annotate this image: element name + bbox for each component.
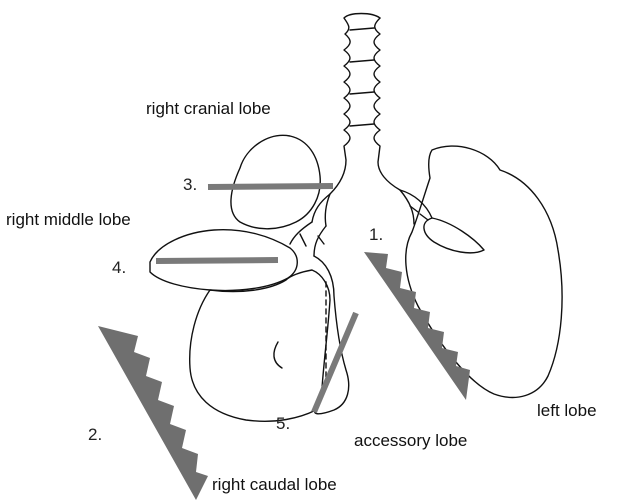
bronchi [290, 190, 432, 256]
right-caudal-lobe [190, 270, 330, 421]
marker-number-5: 5. [276, 414, 290, 433]
right-cranial-lobe [231, 135, 320, 228]
label-right-middle-lobe: right middle lobe [6, 210, 131, 229]
marker-number-1: 1. [369, 225, 383, 244]
cut-line-3 [208, 186, 333, 187]
cut-line-5 [314, 313, 356, 412]
trachea [330, 14, 400, 195]
left-lobe-cranial-part [424, 218, 484, 253]
label-left-lobe: left lobe [537, 401, 597, 420]
saw-marker-1 [364, 252, 470, 400]
marker-number-3: 3. [183, 175, 197, 194]
left-lobe [406, 146, 562, 397]
saw-marker-2 [98, 326, 208, 500]
label-right-caudal-lobe: right caudal lobe [212, 475, 337, 494]
right-caudal-lobe-notch [274, 342, 282, 368]
marker-number-4: 4. [112, 258, 126, 277]
marker-number-2: 2. [88, 425, 102, 444]
label-accessory-lobe: accessory lobe [354, 431, 467, 450]
cut-line-4 [156, 260, 278, 261]
label-right-cranial-lobe: right cranial lobe [146, 99, 271, 118]
